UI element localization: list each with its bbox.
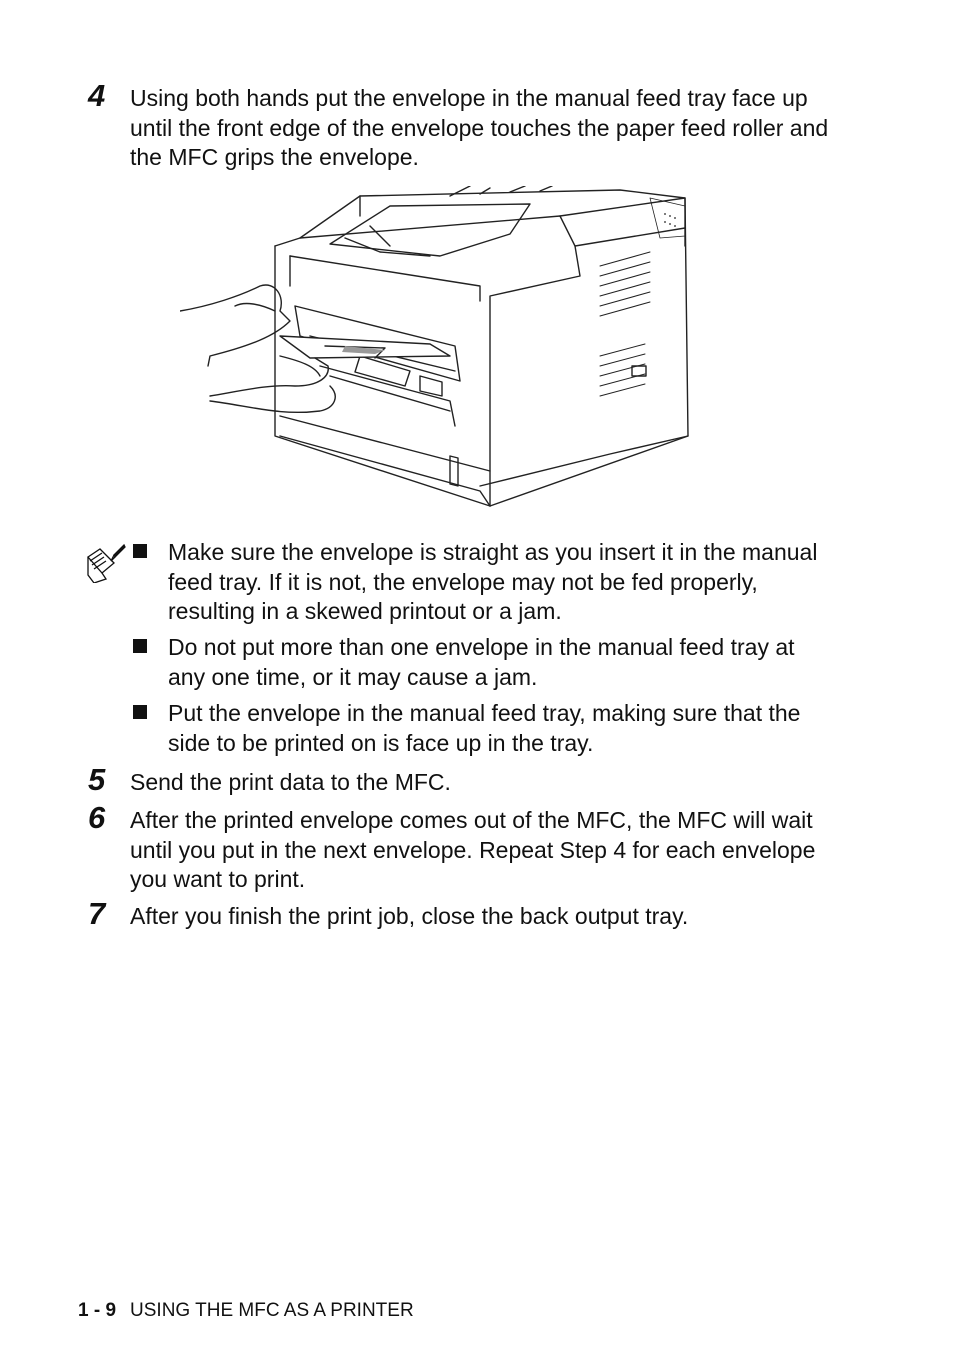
step-7-number: 7 [88, 896, 106, 931]
note-bullet-1-text: Make sure the envelope is straight as yo… [168, 539, 818, 624]
note-bullet-2-text: Do not put more than one envelope in the… [168, 634, 795, 690]
step-4-number: 4 [88, 78, 106, 113]
note-pencil-icon [84, 543, 126, 584]
page-number: 1 - 9 [78, 1300, 117, 1321]
step-4-text: Using both hands put the envelope in the… [130, 85, 829, 170]
step-6-text: After the printed envelope comes out of … [130, 807, 816, 892]
section-title: USING THE MFC AS A PRINTER [130, 1300, 414, 1321]
step-7-text: After you finish the print job, close th… [130, 903, 689, 929]
step-5-text: Send the print data to the MFC. [130, 769, 451, 795]
bullet-square-icon [133, 639, 147, 653]
bullet-square-icon [133, 705, 147, 719]
step-6-number: 6 [88, 800, 106, 835]
page-footer: 1 - 9 USING THE MFC AS A PRINTER [78, 1300, 414, 1322]
note-bullet-3-text: Put the envelope in the manual feed tray… [168, 700, 801, 756]
step-5-number: 5 [88, 762, 106, 797]
mfc-manual-feed-illustration [179, 185, 690, 512]
bullet-square-icon [133, 544, 147, 558]
